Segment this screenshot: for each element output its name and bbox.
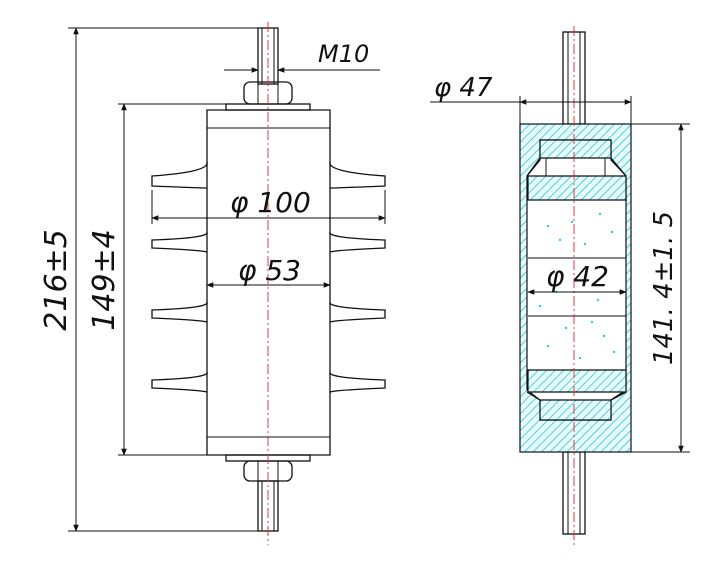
shed-diameter-label: φ 100 (230, 186, 311, 219)
bottom-electrode (539, 399, 612, 421)
top-spacer (527, 175, 627, 201)
dim-core-diameter: φ 53 (206, 254, 331, 288)
dim-block-inner-diameter: φ 42 (527, 260, 627, 295)
thread-label: M10 (318, 40, 369, 68)
core-diameter-label: φ 53 (238, 254, 301, 287)
dim-thread: M10 (224, 40, 380, 73)
block-inner-diameter-label: φ 42 (546, 260, 609, 293)
dim-insulator-height: 149±4 (87, 103, 226, 456)
dim-overall-height: 216±5 (39, 27, 258, 532)
shed-1 (151, 161, 386, 189)
dim-shed-diameter: φ 100 (151, 186, 386, 224)
insulator-body (206, 109, 331, 456)
top-electrode (539, 139, 612, 159)
dim-block-outer-diameter: φ 47 (430, 73, 632, 124)
bottom-stud (257, 480, 279, 532)
bottom-spacer (527, 369, 627, 393)
dim-block-height: 141. 4±1. 5 (631, 123, 690, 453)
insulator-height-label: 149±4 (87, 229, 122, 330)
section-view (519, 26, 632, 545)
block-outer-diameter-label: φ 47 (434, 73, 493, 103)
shed-3 (151, 301, 386, 323)
shed-4 (151, 371, 386, 393)
shed-2 (151, 231, 386, 253)
overall-height-label: 216±5 (39, 229, 74, 330)
arrester-side-view (151, 22, 386, 545)
block-height-label: 141. 4±1. 5 (649, 211, 679, 365)
